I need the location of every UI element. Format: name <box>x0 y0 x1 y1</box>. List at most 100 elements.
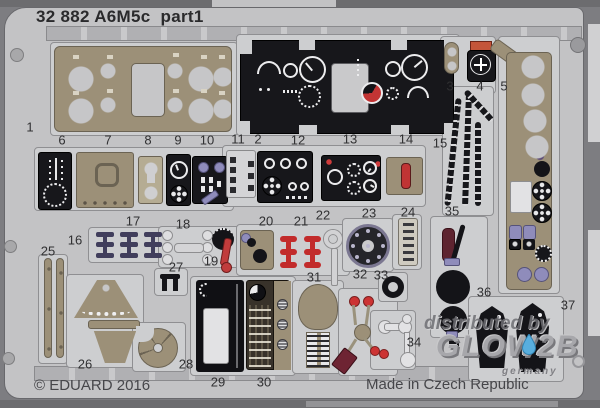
panel-rivets <box>73 55 79 59</box>
console-dial <box>532 203 552 223</box>
gauge-dial <box>363 161 377 175</box>
link-rod <box>404 332 410 354</box>
lever-stem <box>364 304 371 326</box>
link-disc <box>400 352 416 368</box>
console-lamp <box>517 267 532 282</box>
pe-part-27-clip <box>160 274 180 291</box>
console-switch <box>509 225 522 240</box>
knob <box>253 249 267 263</box>
gauge-dial <box>199 283 207 297</box>
console-button <box>523 239 535 250</box>
panel-notch <box>391 125 409 135</box>
pe-part-19-throttle <box>210 228 240 274</box>
belt-strip <box>462 93 472 207</box>
gauge-dial <box>385 61 401 77</box>
gauge-arc <box>407 86 429 98</box>
pe-part-2-instrument-panel <box>240 40 456 135</box>
made-in-text: Made in Czech Republic <box>366 376 529 393</box>
gauge-dial <box>347 181 361 195</box>
gauge-ticks <box>286 196 308 199</box>
sheet-title: 32 882 A6M5c part1 <box>36 7 204 26</box>
pe-part-32-lever-assembly <box>331 292 396 375</box>
pe-part-25-rail <box>56 258 64 358</box>
pe-part-8-bracket <box>138 156 163 204</box>
photo-top-tab <box>212 0 336 7</box>
panel-notch <box>299 125 317 135</box>
switch-grid <box>249 305 271 367</box>
console-switch <box>523 225 536 240</box>
pe-part-13-panel <box>321 155 381 201</box>
gauge-arc <box>257 61 281 74</box>
knob <box>247 238 256 247</box>
link-disc <box>402 314 412 324</box>
pedal-dot <box>497 315 501 319</box>
panel-notch <box>299 40 315 50</box>
pe-part-21-ibeam-red <box>280 236 297 268</box>
quadrant-hub <box>153 343 163 353</box>
console-lamp <box>534 267 549 282</box>
lever-stem <box>351 304 358 326</box>
plate-slots <box>403 223 414 263</box>
pe-part-21-ibeam-red <box>304 236 321 268</box>
pe-part-30-switch-panel <box>246 280 291 370</box>
link-ring <box>162 242 173 253</box>
red-ball <box>379 349 389 359</box>
pe-part-10-panel <box>192 156 228 206</box>
ball-joint <box>354 324 371 341</box>
gauge-dial <box>170 161 188 179</box>
gauge-dial <box>363 179 377 193</box>
pe-part-25-rail <box>44 258 52 358</box>
gauge-dial <box>298 85 321 108</box>
lever <box>200 189 220 206</box>
gauge-dial <box>262 176 282 196</box>
pe-part-31-headrest <box>298 284 338 330</box>
ibeam-bracket <box>144 232 162 258</box>
gauge-dial <box>288 182 297 191</box>
belt-strip <box>444 97 462 207</box>
photo-bottom-edge <box>0 400 600 408</box>
pe-part-18-linkage <box>162 230 214 266</box>
copyright-text: © EDUARD 2016 <box>34 377 151 394</box>
pe-part-36-console <box>506 52 552 290</box>
pe-part-37-pedal <box>516 303 549 372</box>
pe-part-20-bracket <box>240 230 274 270</box>
pac-dial <box>249 284 266 301</box>
pe-part-11-panel <box>226 150 256 198</box>
panel-seam <box>236 284 238 368</box>
sprue-gate-hole <box>4 240 17 253</box>
black-boot <box>436 270 470 304</box>
pe-part-33-ring <box>382 276 404 298</box>
gauge-dial <box>283 63 298 78</box>
switch-cluster <box>201 177 205 183</box>
throttle-knob <box>221 262 232 273</box>
gauge-dial <box>300 182 309 191</box>
silver-knob <box>277 319 288 330</box>
sheet-right-strip-bottom <box>588 230 600 336</box>
lamp <box>214 162 225 173</box>
gauge-dial <box>43 183 67 207</box>
pedal-dot <box>538 313 542 317</box>
sheet-right-strip-top <box>588 24 600 142</box>
panel-notch <box>240 121 250 135</box>
fret-window <box>154 268 188 296</box>
pe-part-15-belts <box>444 88 495 214</box>
collar <box>444 258 460 266</box>
lamp <box>198 162 209 173</box>
gauge-dial <box>170 185 188 203</box>
pull-ring <box>324 230 342 248</box>
link-bar <box>174 243 204 253</box>
clip-legs <box>162 279 167 291</box>
compass-face <box>470 54 491 75</box>
link-ring <box>162 254 173 265</box>
pe-part-24-slotted-plate <box>398 218 418 266</box>
gauge-dial-red <box>361 82 383 104</box>
console-dial <box>532 181 552 201</box>
knob-strip <box>273 281 291 370</box>
gauge-vertical <box>49 158 63 180</box>
belt-strip <box>475 122 481 206</box>
pe-small-fitting-black <box>449 339 459 347</box>
gauge-dial <box>327 169 343 185</box>
pe-part-35-grip-assembly <box>436 222 484 342</box>
sprue-gate-hole <box>10 48 24 62</box>
